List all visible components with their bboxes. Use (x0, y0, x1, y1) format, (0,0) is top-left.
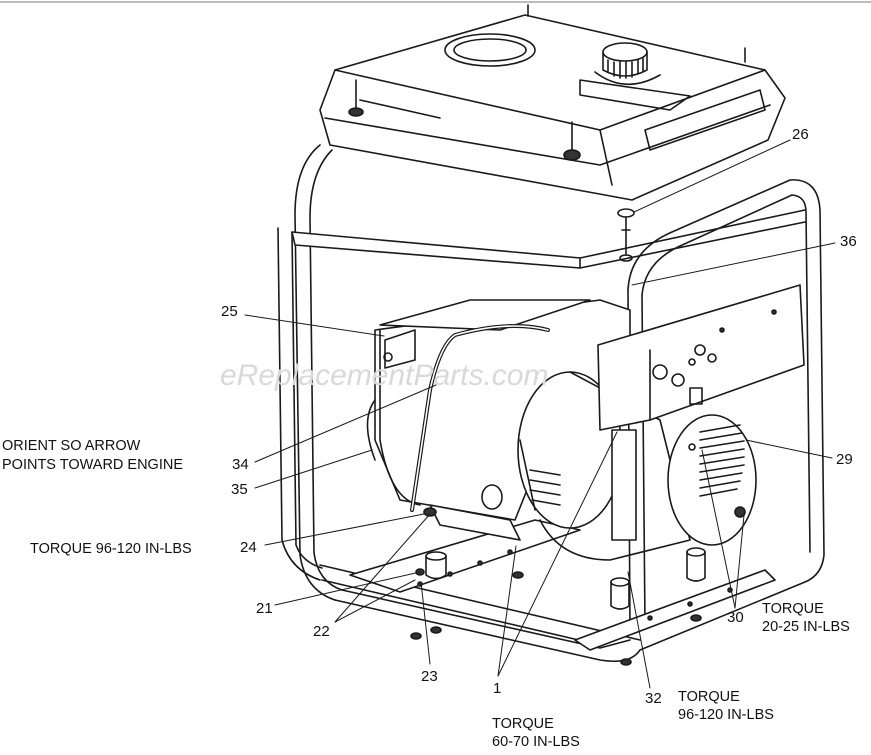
note-torque-24: TORQUE 96-120 IN-LBS (30, 541, 192, 557)
fastener-icon (410, 507, 702, 666)
callout-35: 35 (231, 481, 248, 498)
tank-bolt-icon (348, 4, 746, 161)
fuel-cap-icon (579, 42, 691, 111)
control-panel (597, 284, 805, 431)
rubber-mounts (425, 547, 706, 610)
callout-25: 25 (221, 303, 238, 320)
note-orient-line1: ORIENT SO ARROW (2, 438, 141, 454)
chassis-rails (349, 519, 776, 651)
note-torque-32-line1: TORQUE (678, 689, 740, 705)
callout-32: 32 (645, 690, 662, 707)
callout-30: 30 (727, 609, 744, 626)
annotation-notes: ORIENT SO ARROW POINTS TOWARD ENGINE TOR… (2, 438, 850, 750)
callout-24: 24 (240, 539, 257, 556)
fuel-tank (319, 4, 786, 201)
note-orient-line2: POINTS TOWARD ENGINE (2, 457, 183, 473)
note-torque-1-line1: TORQUE (492, 716, 554, 732)
callout-26: 26 (792, 126, 809, 143)
alternator (517, 371, 691, 561)
callout-23: 23 (421, 668, 438, 685)
end-cover (667, 414, 757, 546)
note-torque-1-line2: 60-70 IN-LBS (492, 734, 580, 750)
callout-34: 34 (232, 456, 249, 473)
roll-cage-frame (277, 144, 825, 663)
callout-36: 36 (840, 233, 857, 250)
note-torque-30-line2: 20-25 IN-LBS (762, 619, 850, 635)
watermark: eReplacementParts.com (220, 359, 548, 392)
note-torque-30-line1: TORQUE (762, 601, 824, 617)
mount-pin (617, 208, 635, 262)
leader-lines (244, 139, 836, 689)
callout-labels: 25 26 36 34 35 29 24 21 22 23 1 32 30 (221, 126, 857, 707)
callout-21: 21 (256, 600, 273, 617)
fuel-line-inner (411, 325, 549, 511)
callout-22: 22 (313, 623, 330, 640)
callout-29: 29 (836, 451, 853, 468)
note-torque-32-line2: 96-120 IN-LBS (678, 707, 774, 723)
callout-1: 1 (493, 680, 501, 697)
